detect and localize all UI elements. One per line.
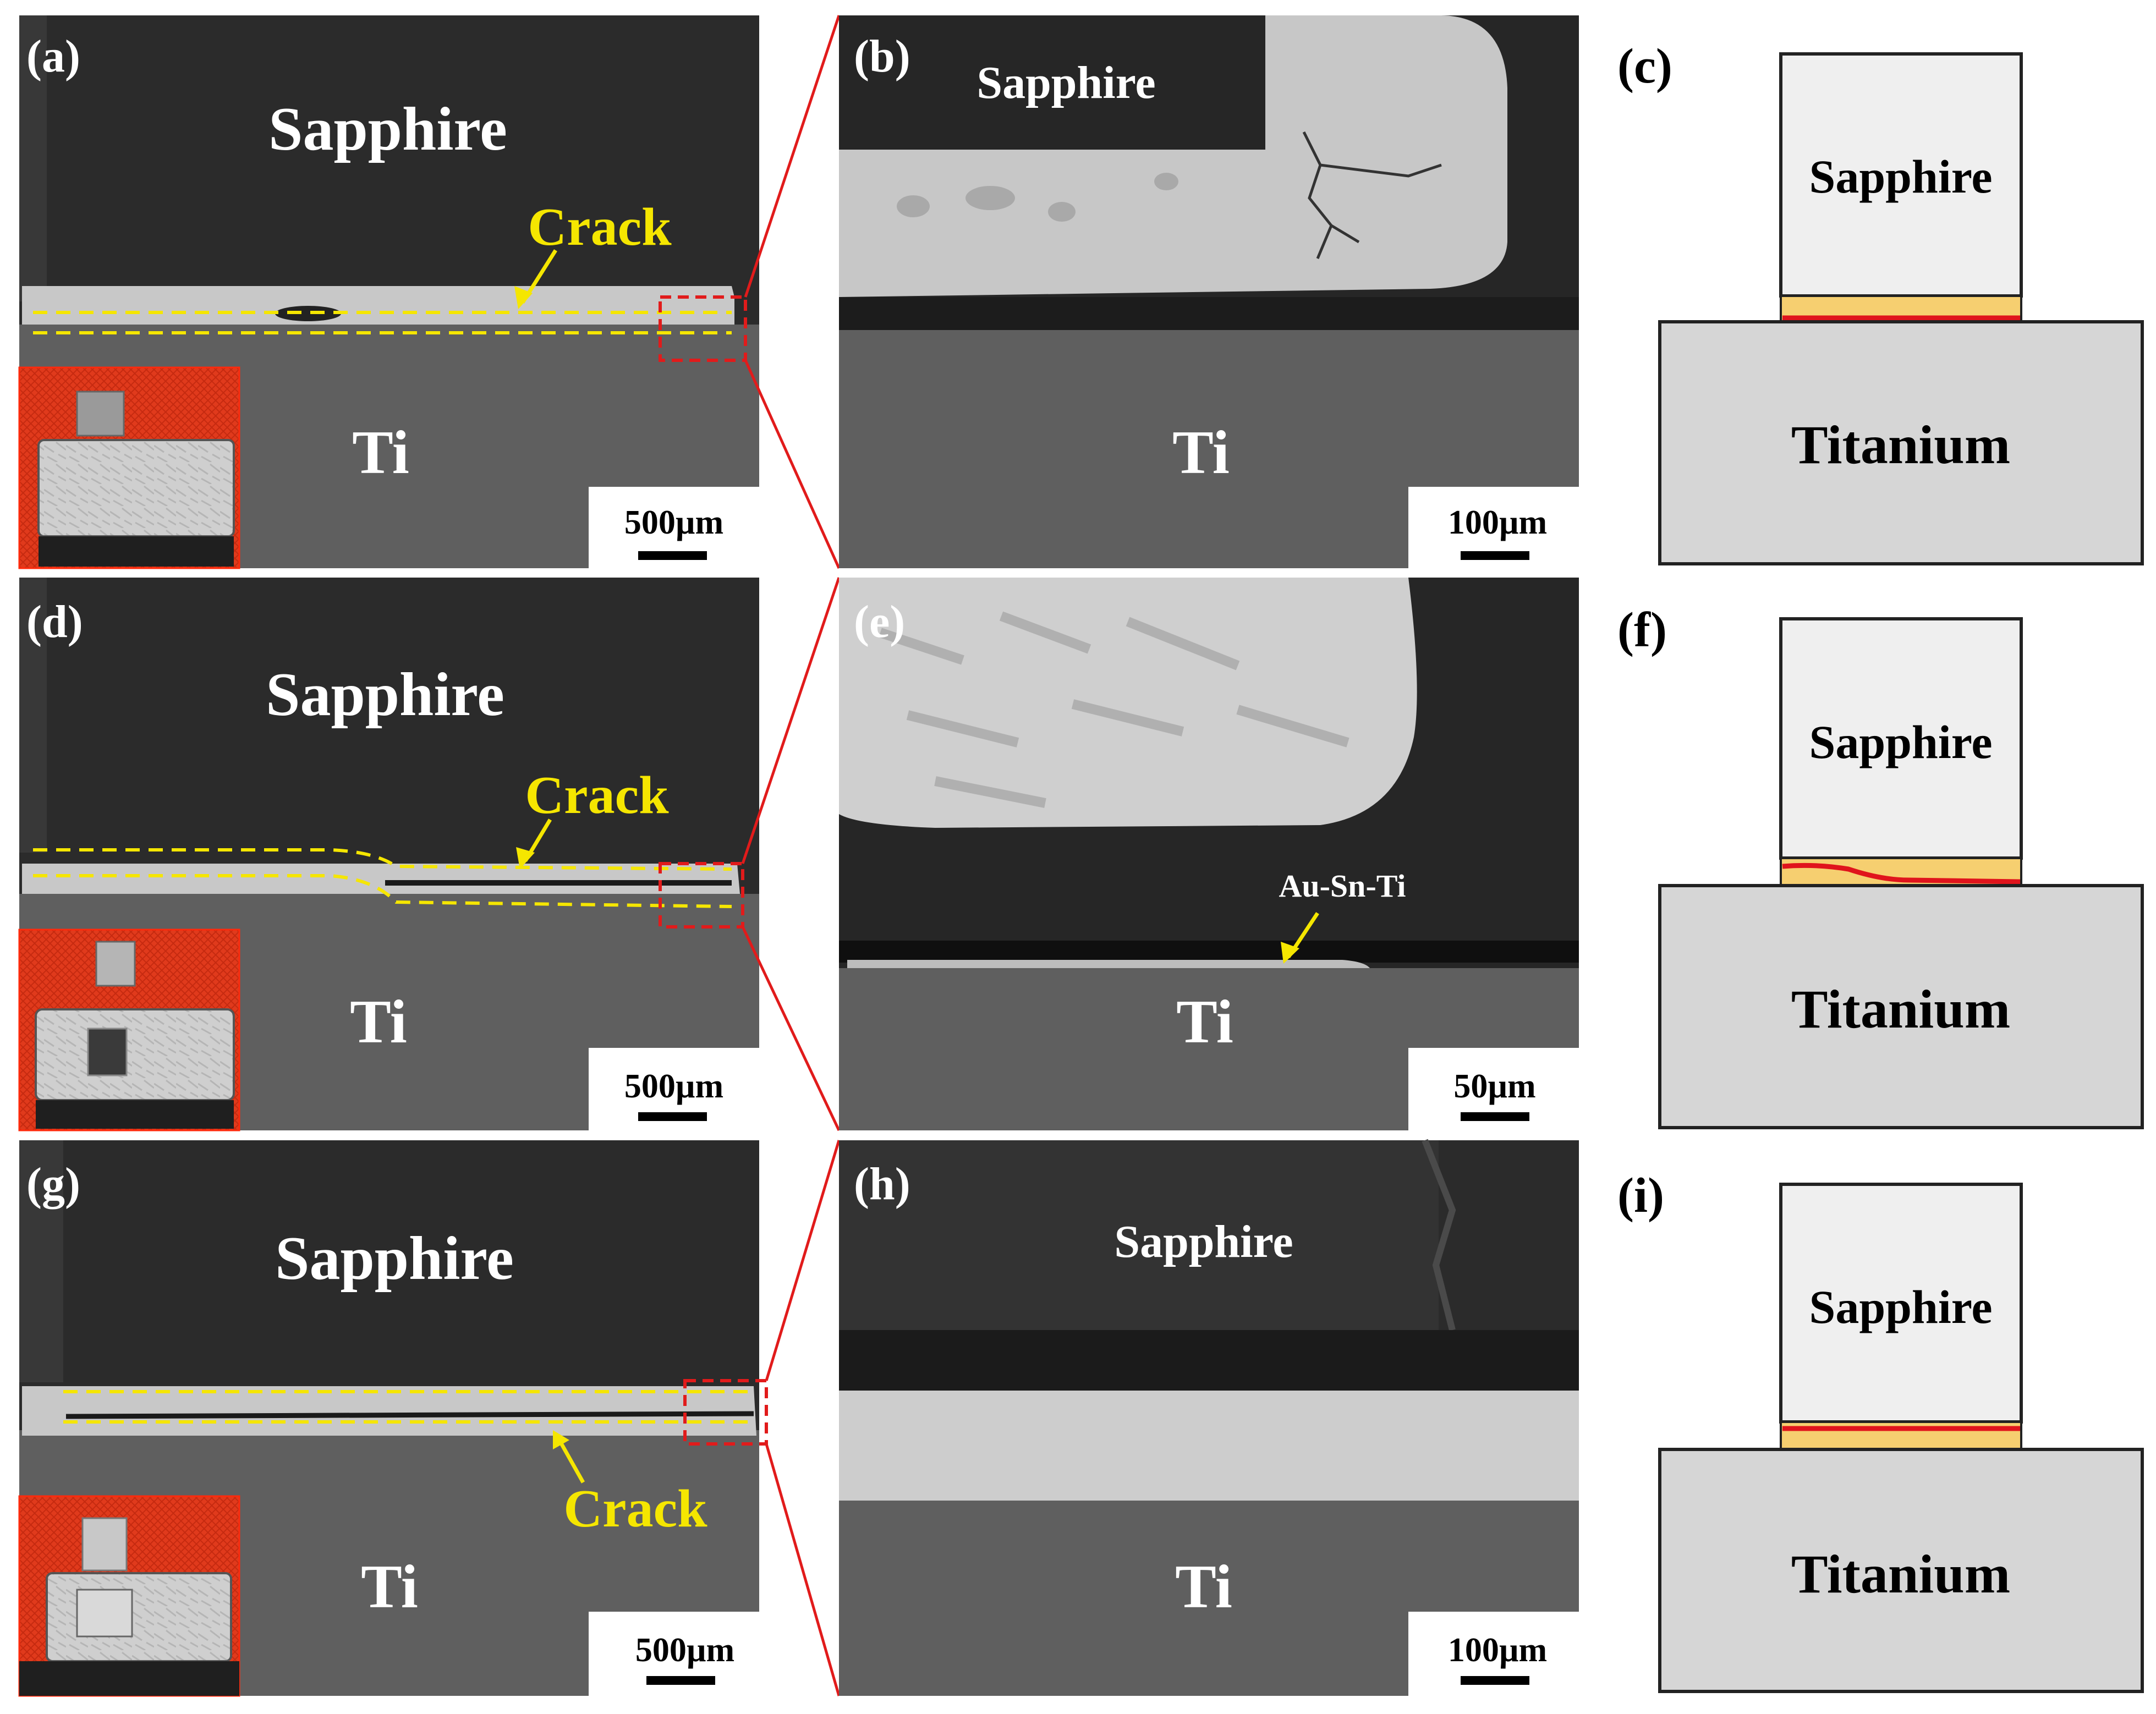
panel-c-schematic: (c) Sapphire Titanium [1617, 39, 2144, 565]
sapphire-label: Sapphire [266, 661, 504, 729]
sapphire-block [1779, 617, 2023, 860]
braze-layer [839, 578, 1417, 828]
panel-label: (c) [1617, 39, 1672, 94]
sapphire-crack [1422, 1139, 1456, 1331]
sapphire-label: Sapphire [976, 57, 1155, 108]
gap-dark [839, 297, 1579, 330]
phase-label: Au-Sn-Ti [1279, 868, 1406, 904]
titanium-label: Ti [352, 419, 409, 487]
crack-label: Crack [528, 197, 672, 257]
scale-bar-label: 50µm [1453, 1068, 1535, 1105]
panel-label: (e) [854, 596, 905, 647]
panel-f-schematic: (f) Sapphire Titanium [1617, 603, 2144, 1129]
sapphire-label: Sapphire [1809, 716, 1993, 768]
sapphire-edge-shadow [19, 1140, 63, 1382]
braze-layer [22, 286, 734, 325]
crack-path [1302, 131, 1442, 259]
titanium-label: Ti [350, 988, 407, 1056]
zoom-line-lower [744, 359, 841, 569]
zoom-region-box [659, 862, 744, 929]
panel-i-schematic: (i) Sapphire Titanium [1617, 1168, 2144, 1693]
braze-layer [22, 1386, 756, 1436]
panel-label: (i) [1617, 1168, 1664, 1223]
specimen-photo-inset [18, 1495, 240, 1697]
sapphire-label: Sapphire [275, 1224, 514, 1293]
titanium-label: Titanium [1791, 979, 2010, 1040]
panel-label: (f) [1617, 603, 1667, 657]
sapphire-edge-shadow [19, 578, 47, 853]
titanium-label: Titanium [1791, 1543, 2010, 1605]
panel-label: (h) [854, 1158, 910, 1210]
panel-d-sem-overview: 500µm (d) Sapphire Crack Ti [18, 578, 759, 1131]
titanium-label: Ti [361, 1553, 418, 1621]
panel-b-sem-detail: (b) Sapphire Ti 100µm [839, 15, 1579, 568]
void-dark [275, 306, 341, 321]
sapphire-block [1779, 1183, 2023, 1424]
titanium-block [1658, 1448, 2144, 1693]
scale-bar-label: 100µm [1448, 1631, 1547, 1669]
crack-outline-lower [33, 874, 732, 908]
scale-bar-label: 100µm [1448, 504, 1547, 541]
titanium-label: Ti [1172, 419, 1230, 487]
gap-dark [839, 1330, 1579, 1391]
gap-dark [839, 941, 1579, 963]
titanium-block [1658, 320, 2144, 565]
sapphire-block [839, 1140, 1439, 1330]
panel-a-sem-overview: 500µm (a) Sapphire Crack Ti [18, 15, 759, 569]
braze-layer [839, 1391, 1579, 1501]
panel-e-sem-detail: Au-Sn-Ti (e) Ti 50µm [839, 578, 1579, 1130]
titanium-label: Ti [1175, 1553, 1232, 1621]
panel-h-sem-detail: (h) Sapphire Ti 100µm [839, 1139, 1579, 1696]
crack-label: Crack [563, 1479, 707, 1539]
crack-arrow-head [516, 847, 535, 869]
braze-pore [965, 186, 1015, 210]
phase-arrow-head [1281, 942, 1299, 964]
zoom-region-box [683, 1379, 768, 1446]
crack-gap [65, 1411, 754, 1419]
zoom-line-lower [765, 1443, 841, 1696]
braze-microstructure [879, 611, 1349, 808]
sapphire-label: Sapphire [1114, 1216, 1293, 1267]
braze-pore [1048, 202, 1076, 222]
zoom-line-upper [744, 15, 841, 298]
titanium-block [1658, 884, 2144, 1129]
panel-label: (g) [26, 1158, 80, 1210]
scale-bar-label: 500µm [624, 504, 723, 541]
panel-label: (b) [854, 31, 910, 82]
crack-line [1782, 863, 2021, 885]
scale-bar-label: 500µm [624, 1068, 723, 1105]
specimen-photo-inset [18, 366, 240, 569]
titanium-label: Ti [1176, 988, 1233, 1056]
zoom-line-upper [765, 1140, 841, 1381]
crack-arrow-head [553, 1430, 569, 1449]
sapphire-label: Sapphire [1809, 1281, 1993, 1333]
braze-pore [897, 195, 930, 217]
sapphire-label: Sapphire [268, 95, 507, 163]
zoom-region-box [659, 295, 747, 362]
sapphire-label: Sapphire [1809, 150, 1993, 203]
braze-layer [22, 864, 740, 894]
crack-label: Crack [525, 766, 669, 825]
crack-arrow-head [514, 286, 533, 309]
panel-label: (d) [26, 596, 83, 647]
sapphire-edge-shadow [19, 15, 47, 301]
crack-outline-upper [33, 848, 732, 871]
braze-layer [839, 15, 1507, 297]
reaction-layer [847, 960, 1370, 968]
titanium-label: Titanium [1791, 414, 2010, 475]
panel-label: (a) [26, 31, 80, 82]
panel-g-sem-overview: 500µm (g) Sapphire Crack Ti [18, 1140, 768, 1697]
scale-bar-label: 500µm [635, 1631, 734, 1669]
specimen-photo-inset [18, 929, 240, 1131]
zoom-line-upper [741, 577, 841, 864]
braze-pore [1154, 173, 1178, 190]
zoom-line-lower [741, 926, 841, 1131]
crack-arrow-shaft [556, 1437, 585, 1484]
